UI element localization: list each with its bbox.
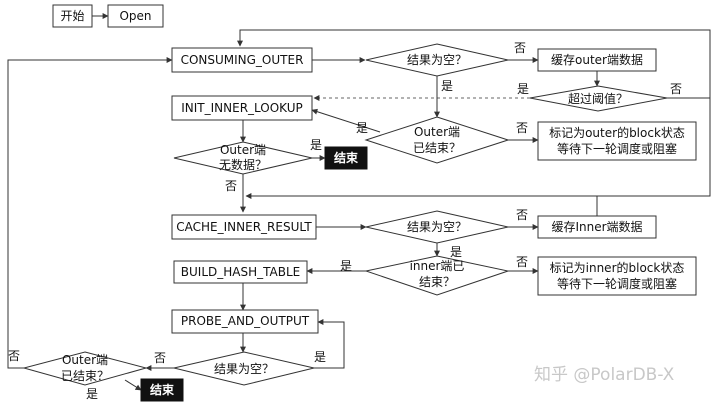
edge-label-outerfin1-yes: 是: [356, 121, 368, 135]
node-cache-inner-result-label: CACHE_INNER_RESULT: [176, 220, 312, 234]
node-mark-outer-label-1: 标记为outer的block状态: [549, 125, 685, 140]
edge-outerfin2-no-loop: [7, 57, 173, 369]
node-mark-outer-label-2: 等待下一轮调度或阻塞: [557, 141, 677, 156]
node-inner-finished-label-1: inner端已: [410, 259, 465, 273]
edge-label-outerfin2-yes: 是: [86, 387, 98, 401]
node-probe-and-output: PROBE_AND_OUTPUT: [171, 309, 319, 334]
node-init-inner-lookup: INIT_INNER_LOOKUP: [171, 95, 313, 121]
connectors: [7, 13, 711, 391]
node-cache-outer: 缓存outer端数据: [537, 48, 657, 72]
node-mark-inner-label-1: 标记为inner的block状态: [550, 260, 685, 275]
node-inner-finished: inner端已 结束？: [364, 255, 510, 296]
edge-label-empty3-yes: 是: [314, 350, 326, 364]
node-outer-no-data: Outer端 无数据？: [173, 141, 313, 175]
node-end-1-label: 结束: [334, 150, 359, 165]
edge-label-innerfin-no: 否: [516, 255, 528, 269]
node-over-threshold-label: 超过阈值？: [568, 91, 628, 106]
node-result-empty-3: 结果为空？: [173, 351, 315, 386]
node-start: 开始: [52, 4, 93, 28]
node-outer-finished-2: Outer端 已结束？: [22, 351, 148, 386]
edge-outerfin1-yes: [311, 108, 381, 133]
node-probe-and-output-label: PROBE_AND_OUTPUT: [181, 314, 310, 328]
edge-empty3-yes: [314, 319, 345, 369]
edge-label-empty3-no: 否: [154, 351, 166, 365]
node-outer-finished-2-label-2: 已结束？: [61, 369, 109, 383]
node-cache-outer-label: 缓存outer端数据: [551, 52, 643, 67]
edge-label-threshold-no: 否: [670, 82, 682, 96]
edge-label-nodata-no: 否: [225, 179, 237, 193]
node-mark-inner-label-2: 等待下一轮调度或阻塞: [557, 276, 677, 291]
node-outer-no-data-label-2: 无数据？: [219, 157, 267, 172]
node-open: Open: [107, 4, 164, 28]
edge-label-empty1-no: 否: [514, 41, 526, 55]
edge-labels: 否 是 是 否 是 是 否 否 是 是 否 否 是 否 是 否: [8, 41, 682, 401]
node-cache-inner-result: CACHE_INNER_RESULT: [171, 214, 317, 240]
edge-label-innerfin-yes: 是: [340, 259, 352, 273]
edge-label-empty2-no: 否: [516, 208, 528, 222]
node-init-inner-lookup-label: INIT_INNER_LOOKUP: [181, 101, 303, 115]
node-outer-finished-2-label-1: Outer端: [62, 353, 108, 367]
edge-label-empty2-yes: 是: [450, 245, 462, 259]
node-outer-finished-1-label-1: Outer端: [414, 125, 460, 139]
node-outer-finished-1: Outer端 已结束？: [364, 116, 510, 164]
edge-label-outerfin2-no: 否: [8, 349, 20, 363]
node-open-label: Open: [119, 9, 151, 23]
node-cache-inner: 缓存Inner端数据: [537, 215, 657, 239]
node-end-2-label: 结束: [150, 382, 175, 397]
node-result-empty-1-label: 结果为空？: [407, 53, 467, 67]
node-result-empty-2: 结果为空？: [365, 210, 509, 244]
edge-loop-to-cache-inner: [245, 98, 711, 199]
edge-outerfin2-yes: [124, 379, 142, 391]
node-consuming-outer-label: CONSUMING_OUTER: [181, 53, 304, 67]
node-result-empty-1: 结果为空？: [365, 43, 509, 77]
node-end-1: 结束: [324, 146, 368, 170]
node-consuming-outer: CONSUMING_OUTER: [171, 47, 313, 73]
watermark-text: 知乎 @PolarDB-X: [534, 365, 675, 385]
edge-threshold-no-loop: [237, 29, 711, 99]
node-outer-no-data-label-1: Outer端: [220, 143, 266, 157]
node-result-empty-2-label: 结果为空？: [407, 220, 467, 234]
node-result-empty-3-label: 结果为空？: [214, 362, 274, 376]
node-mark-inner: 标记为inner的block状态 等待下一轮调度或阻塞: [537, 256, 697, 296]
edge-label-nodata-yes: 是: [310, 138, 322, 152]
node-build-hash-table: BUILD_HASH_TABLE: [173, 260, 308, 284]
node-inner-finished-label-2: 结束？: [419, 275, 455, 289]
edge-label-empty1-yes: 是: [441, 79, 453, 93]
node-mark-outer: 标记为outer的block状态 等待下一轮调度或阻塞: [537, 121, 697, 161]
edge-label-threshold-yes: 是: [517, 82, 529, 96]
edge-label-outerfin1-no: 否: [516, 121, 528, 135]
node-end-2: 结束: [140, 378, 184, 402]
node-outer-finished-1-label-2: 已结束？: [413, 141, 461, 155]
node-cache-inner-label: 缓存Inner端数据: [551, 219, 642, 234]
node-start-label: 开始: [60, 9, 84, 23]
node-build-hash-table-label: BUILD_HASH_TABLE: [181, 265, 300, 279]
node-over-threshold: 超过阈值？: [529, 85, 668, 112]
